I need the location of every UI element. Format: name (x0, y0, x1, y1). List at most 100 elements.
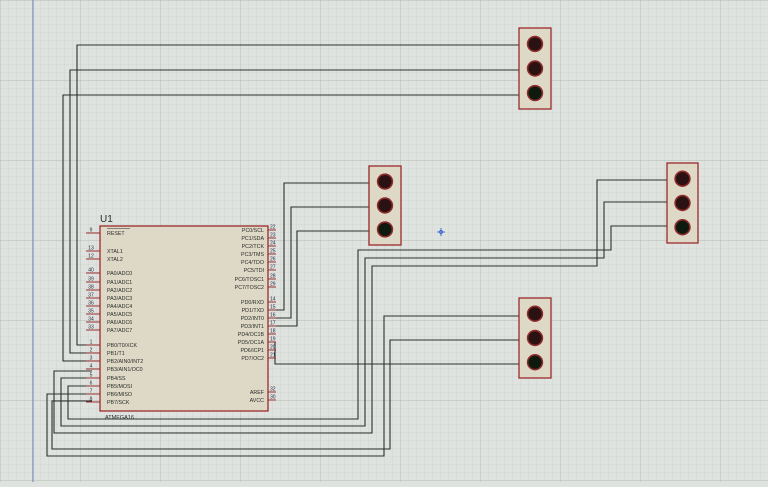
left-pin-number: 2 (90, 348, 93, 354)
left-pin-name: PA2/ADC2 (107, 288, 132, 294)
right-pin-name: PC3/TMS (241, 252, 264, 258)
component-part-label: ATMEGA16 (105, 415, 134, 421)
left-pin-name: XTAL1 (107, 249, 123, 255)
left-pin-number: 9 (90, 228, 93, 234)
wire-pb0-top-red[interactable] (76, 44, 525, 346)
right-pin-number: 27 (270, 265, 276, 271)
right-pin-number: 15 (270, 305, 276, 311)
right-pin-name: PD6/ICP1 (240, 348, 264, 354)
left-pin-number: 33 (88, 325, 94, 331)
left-pin-number: 1 (90, 340, 93, 346)
wire-bottom-yellow[interactable] (51, 339, 520, 450)
right-pin-name: AREF (250, 390, 265, 396)
traffic-light[interactable] (368, 165, 402, 246)
left-pin-name: PA1/ADC1 (107, 280, 132, 286)
left-pin-number: 13 (88, 246, 94, 252)
right-pin-number: 32 (270, 387, 276, 393)
left-pin-name: PA7/ADC7 (107, 328, 132, 334)
traffic-light[interactable] (518, 297, 552, 379)
lamp (528, 37, 542, 51)
traffic-light[interactable] (666, 162, 699, 244)
right-pin-name: PD1/TXD (242, 308, 265, 314)
chip-body[interactable] (99, 225, 269, 412)
lamp (675, 220, 690, 234)
lamp (378, 174, 392, 189)
wire-right-yellow[interactable] (60, 201, 670, 427)
left-pin-number: 4 (90, 364, 93, 370)
left-pin-name: PB4/SS (107, 376, 126, 382)
left-pin-name: PA0/ADC0 (107, 271, 132, 277)
right-pin-name: PC5/TDI (244, 268, 264, 274)
left-pin-number: 36 (88, 301, 94, 307)
left-pin-name: PB7/SCK (107, 400, 130, 406)
lamp (528, 86, 542, 100)
wires-layer (46, 44, 670, 457)
left-pin-name: PB5/MOSI (107, 384, 132, 390)
left-pin-number: 8 (90, 397, 93, 403)
left-pin-number: 39 (88, 277, 94, 283)
left-pin-name: PA3/ADC3 (107, 296, 132, 302)
wire-bottom-green[interactable] (274, 342, 520, 365)
right-pin-number: 18 (270, 329, 276, 335)
atmega16-component[interactable]: 9RESET13XTAL112XTAL240PA0/ADC039PA1/ADC1… (86, 225, 276, 412)
right-pin-name: PD2/INT0 (241, 316, 264, 322)
right-pin-name: AVCC (250, 398, 264, 404)
lamp (528, 355, 542, 369)
right-pin-number: 20 (270, 345, 276, 351)
right-pin-number: 19 (270, 337, 276, 343)
left-pin-number: 35 (88, 309, 94, 315)
left-pin-number: 7 (90, 389, 93, 395)
left-pin-name: PB0/T0/XCK (107, 343, 137, 349)
wire-pd2-mid-yellow[interactable] (273, 206, 375, 319)
left-pin-name: XTAL2 (107, 257, 123, 263)
wire-pd1-mid-red[interactable] (273, 182, 375, 311)
left-pin-name: PB1/T1 (107, 351, 125, 357)
wire-right-red[interactable] (53, 179, 670, 434)
left-pin-name: PA6/ADC6 (107, 320, 132, 326)
right-pin-name: PC7/TOSC2 (235, 285, 264, 291)
right-pin-name: PD7/OC2 (241, 356, 264, 362)
wire-pb1-top-yellow[interactable] (69, 69, 525, 354)
lamp (378, 198, 392, 213)
wire-bottom-red[interactable] (46, 315, 520, 457)
right-pin-name: PC4/TDO (241, 260, 264, 266)
crosshair-cursor-icon (437, 228, 445, 236)
right-pin-number: 16 (270, 313, 276, 319)
left-pin-number: 37 (88, 293, 94, 299)
left-pin-number: 40 (88, 268, 94, 274)
right-pin-number: 21 (270, 353, 276, 359)
left-pin-name: PB2/AIN0/INT2 (107, 359, 143, 365)
right-pin-number: 28 (270, 274, 276, 280)
right-pin-number: 23 (270, 233, 276, 239)
left-pin-name: PA4/ADC4 (107, 304, 132, 310)
lamp (528, 307, 542, 321)
traffic-light[interactable] (518, 27, 552, 110)
traffic-lights-layer (368, 27, 699, 379)
right-pin-number: 25 (270, 249, 276, 255)
wire-pb2-top-green[interactable] (62, 94, 525, 362)
lamp (378, 222, 392, 237)
right-pin-name: PC6/TOSC1 (235, 277, 264, 283)
right-pin-number: 29 (270, 282, 276, 288)
right-pin-name: PC1/SDA (241, 236, 264, 242)
right-pin-name: PD5/OC1A (238, 340, 265, 346)
right-pin-name: PD0/RXD (241, 300, 264, 306)
right-pin-name: PD3/INT1 (241, 324, 264, 330)
right-pin-number: 22 (270, 225, 276, 231)
right-pin-number: 30 (270, 395, 276, 401)
right-pin-number: 26 (270, 257, 276, 263)
right-pin-name: PD4/OC1B (238, 332, 265, 338)
right-pin-name: PC0/SCL (242, 228, 264, 234)
wire-pd3-mid-green[interactable] (273, 230, 375, 327)
left-pin-number: 5 (90, 373, 93, 379)
lamp (528, 331, 542, 345)
right-pin-number: 14 (270, 297, 276, 303)
lamp (675, 172, 690, 186)
lamp (528, 61, 542, 76)
wire-right-green[interactable] (67, 225, 670, 420)
left-pin-name: PB6/MISO (107, 392, 132, 398)
left-pin-number: 12 (88, 254, 94, 260)
left-pin-number: 6 (90, 381, 93, 387)
